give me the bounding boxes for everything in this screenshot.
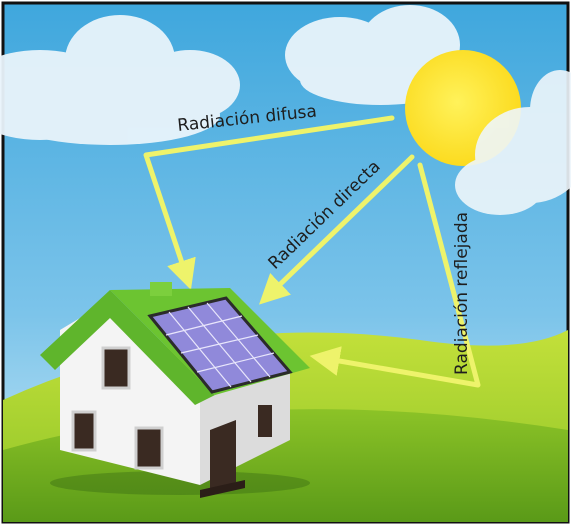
cloud-right bbox=[455, 70, 571, 215]
reflected-arrow bbox=[309, 162, 481, 388]
cloud-left bbox=[0, 15, 240, 145]
label-reflected-radiation: Radiación reflejada bbox=[452, 212, 472, 375]
diffuse-arrow bbox=[143, 115, 395, 290]
solar-panel-icon bbox=[147, 296, 293, 394]
direct-arrow bbox=[259, 154, 415, 305]
arrows bbox=[143, 115, 481, 388]
